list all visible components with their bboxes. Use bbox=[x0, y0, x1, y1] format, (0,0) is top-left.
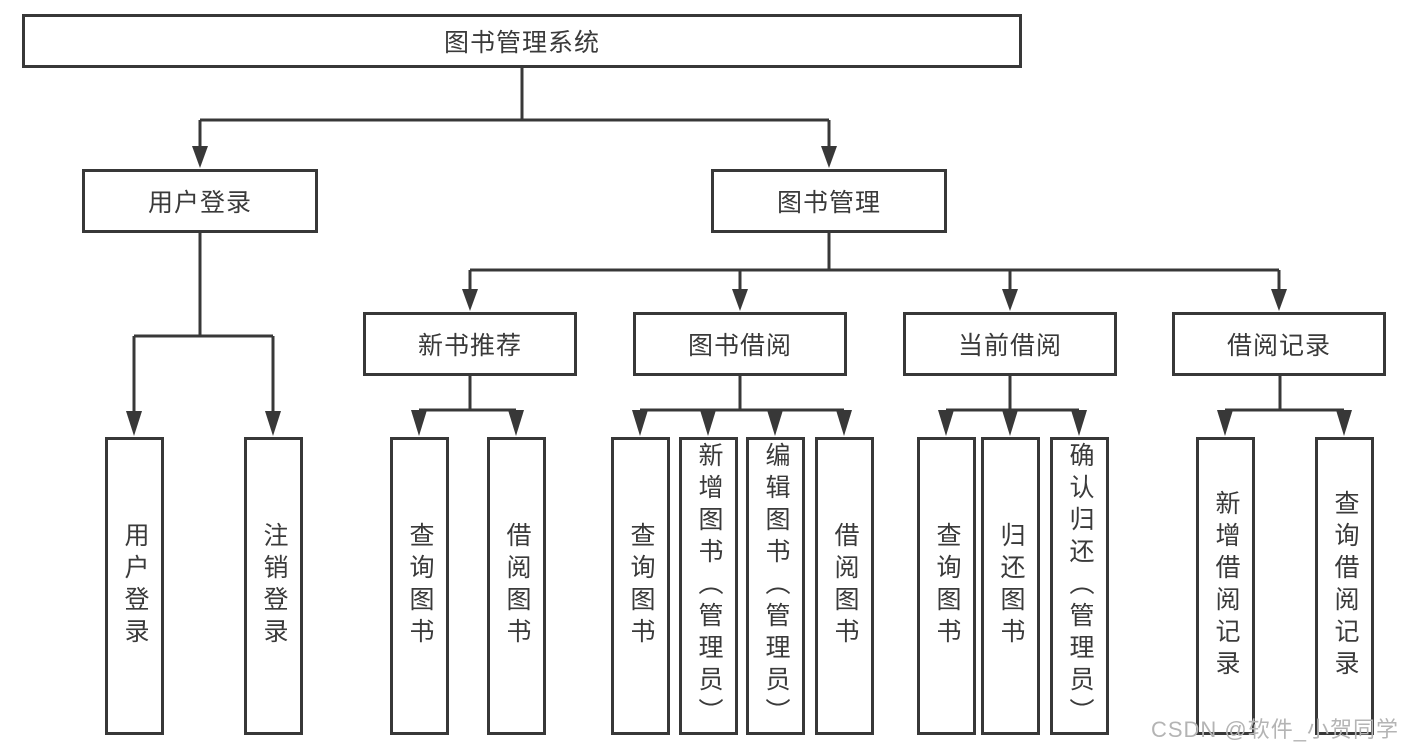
node-user-login: 用户登录 bbox=[82, 169, 318, 233]
leaf-current-query: 查询图书 bbox=[917, 437, 976, 735]
node-borrow-records: 借阅记录 bbox=[1172, 312, 1386, 376]
node-root: 图书管理系统 bbox=[22, 14, 1022, 68]
leaf-newbooks-borrow: 借阅图书 bbox=[487, 437, 546, 735]
leaf-newbooks-query: 查询图书 bbox=[390, 437, 449, 735]
leaf-current-confirm-return: 确认归还（管理员） bbox=[1050, 437, 1109, 735]
leaf-records-query: 查询借阅记录 bbox=[1315, 437, 1374, 735]
connector-current bbox=[946, 376, 1079, 412]
connector-user-login bbox=[132, 233, 275, 412]
node-current-borrowing: 当前借阅 bbox=[903, 312, 1117, 376]
leaf-borrowing-query: 查询图书 bbox=[611, 437, 670, 735]
connector-borrowing bbox=[640, 376, 844, 412]
node-book-mgmt: 图书管理 bbox=[711, 169, 947, 233]
leaf-records-add: 新增借阅记录 bbox=[1196, 437, 1255, 735]
connector-records bbox=[1225, 376, 1344, 412]
connector-new-books bbox=[419, 376, 516, 412]
leaf-user-login: 用户登录 bbox=[105, 437, 164, 735]
connector-root bbox=[198, 68, 831, 147]
leaf-borrowing-add: 新增图书（管理员） bbox=[679, 437, 738, 735]
node-book-borrowing: 图书借阅 bbox=[633, 312, 847, 376]
leaf-current-return: 归还图书 bbox=[981, 437, 1040, 735]
leaf-borrowing-edit: 编辑图书（管理员） bbox=[746, 437, 805, 735]
connector-book-mgmt bbox=[468, 233, 1281, 290]
watermark: CSDN @软件_小贺同学 bbox=[1150, 717, 1399, 742]
node-new-books: 新书推荐 bbox=[363, 312, 577, 376]
leaf-logout: 注销登录 bbox=[244, 437, 303, 735]
arrowheads bbox=[126, 146, 1352, 436]
leaf-borrowing-borrow: 借阅图书 bbox=[815, 437, 874, 735]
